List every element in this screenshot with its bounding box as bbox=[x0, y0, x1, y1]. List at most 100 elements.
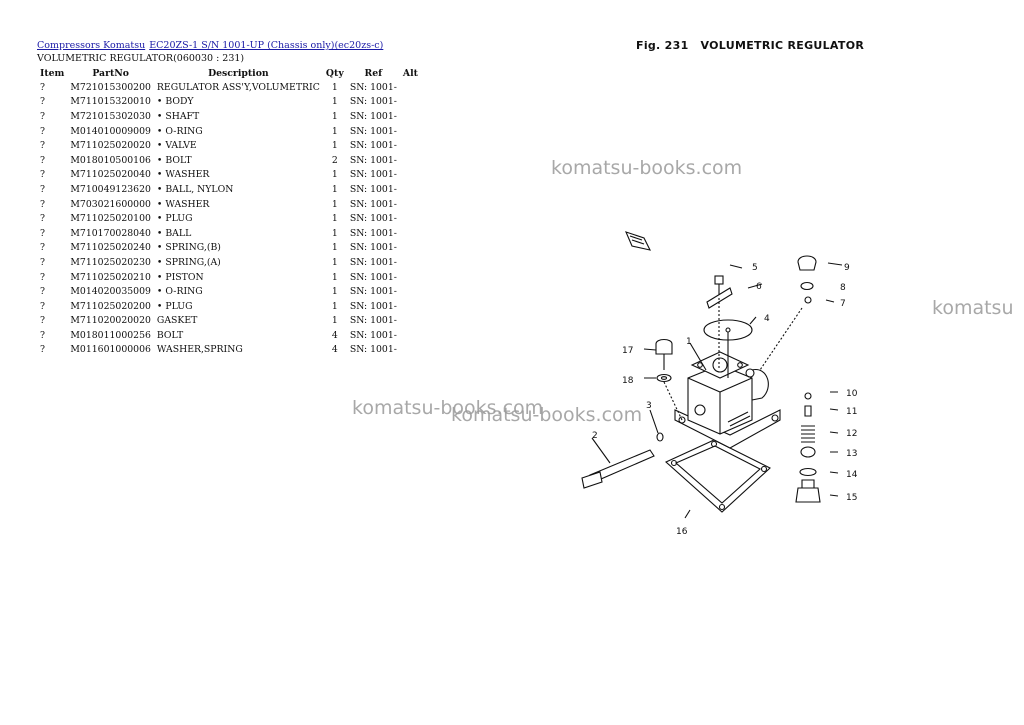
qty-cell: 1 bbox=[331, 125, 338, 137]
valve-part bbox=[703, 319, 753, 378]
item-cell: ? bbox=[40, 154, 45, 166]
description-cell: • WASHER bbox=[156, 169, 210, 181]
alt-cell bbox=[400, 314, 421, 329]
description-cell: BOLT bbox=[156, 329, 184, 341]
ref-cell: SN: 1001- bbox=[349, 286, 397, 298]
watermark: komatsu-books.com bbox=[551, 157, 743, 179]
alt-cell bbox=[400, 284, 421, 299]
callout-label: 17 bbox=[622, 346, 633, 356]
callout-label: 5 bbox=[752, 263, 758, 273]
alt-cell bbox=[400, 270, 421, 285]
alt-cell bbox=[400, 255, 421, 270]
description-cell: • SHAFT bbox=[156, 110, 200, 122]
ref-cell: SN: 1001- bbox=[349, 125, 397, 137]
description-cell: • O-RING bbox=[156, 125, 203, 137]
qty-cell: 4 bbox=[331, 329, 338, 341]
ref-cell: SN: 1001- bbox=[349, 227, 397, 239]
ref-cell: SN: 1001- bbox=[349, 213, 397, 225]
qty-cell: 1 bbox=[331, 286, 338, 298]
header-description: Description bbox=[208, 67, 269, 79]
callout-label: 11 bbox=[846, 407, 857, 417]
description-cell: • BODY bbox=[156, 96, 194, 108]
ref-cell: SN: 1001- bbox=[349, 256, 397, 268]
qty-cell: 1 bbox=[331, 213, 338, 225]
o-ring-part bbox=[656, 432, 664, 442]
partno-cell: M014010009009 bbox=[70, 125, 151, 137]
partno-cell: M711025020230 bbox=[70, 256, 151, 268]
bolt-part bbox=[706, 275, 733, 370]
qty-cell: 1 bbox=[331, 271, 338, 283]
qty-cell: 4 bbox=[331, 344, 338, 356]
callout-label: 16 bbox=[676, 527, 688, 537]
qty-cell: 1 bbox=[331, 227, 338, 239]
breadcrumb-link-compressors[interactable]: Compressors Komatsu bbox=[37, 40, 146, 51]
qty-cell: 1 bbox=[331, 242, 338, 254]
direction-tag-icon bbox=[625, 231, 652, 251]
qty-cell: 1 bbox=[331, 300, 338, 312]
header-qty: Qty bbox=[325, 67, 344, 79]
item-cell: ? bbox=[40, 213, 45, 225]
callout-label: 15 bbox=[846, 493, 857, 503]
shaft-part bbox=[581, 449, 655, 489]
header-ref: Ref bbox=[364, 67, 383, 79]
partno-cell: M710170028040 bbox=[70, 227, 151, 239]
diagram-callouts: 5 6 4 9 8 7 1 17 18 3 2 10 11 12 13 14 1… bbox=[592, 263, 858, 537]
parts-table-body: ? M721015300200 REGULATOR ASS'Y,VOLUMETRIC… bbox=[37, 80, 421, 357]
callout-label: 10 bbox=[846, 389, 858, 399]
partno-cell: M721015300200 bbox=[70, 81, 151, 93]
bolt-and-washer-part bbox=[655, 338, 683, 421]
ref-cell: SN: 1001- bbox=[349, 300, 397, 312]
ref-cell: SN: 1001- bbox=[349, 329, 397, 341]
parts-table-header: Item PartNo Description Qty Ref Alt bbox=[37, 66, 421, 80]
figure-title: VOLUMETRIC REGULATOR bbox=[700, 39, 865, 52]
ref-cell: SN: 1001- bbox=[349, 242, 397, 254]
qty-cell: 1 bbox=[331, 198, 338, 210]
qty-cell: 1 bbox=[331, 110, 338, 122]
item-cell: ? bbox=[40, 315, 45, 327]
callout-label: 9 bbox=[844, 263, 850, 273]
alt-cell bbox=[400, 241, 421, 256]
qty-cell: 1 bbox=[331, 256, 338, 268]
figure-number: Fig. 231 bbox=[636, 39, 689, 52]
header-partno: PartNo bbox=[92, 67, 129, 79]
partno-cell: M018010500106 bbox=[70, 154, 151, 166]
regulator-body-part bbox=[674, 351, 781, 449]
item-cell: ? bbox=[40, 227, 45, 239]
partno-cell: M711020020020 bbox=[70, 315, 151, 327]
callout-label: 13 bbox=[846, 449, 857, 459]
ref-cell: SN: 1001- bbox=[349, 315, 397, 327]
item-cell: ? bbox=[40, 96, 45, 108]
partno-cell: M011601000006 bbox=[70, 344, 151, 356]
ref-cell: SN: 1001- bbox=[349, 198, 397, 210]
ref-cell: SN: 1001- bbox=[349, 96, 397, 108]
breadcrumb-link-model[interactable]: EC20ZS-1 S/N 1001-UP (Chassis only)(ec20… bbox=[149, 40, 384, 51]
qty-cell: 1 bbox=[331, 81, 338, 93]
callout-label: 2 bbox=[592, 431, 598, 441]
table-row: ? M711015320010 • BODY 1 SN: 1001- bbox=[37, 95, 421, 110]
callout-label: 8 bbox=[840, 283, 846, 293]
item-cell: ? bbox=[40, 286, 45, 298]
header-item: Item bbox=[40, 67, 65, 79]
alt-cell bbox=[400, 211, 421, 226]
ref-cell: SN: 1001- bbox=[349, 183, 397, 195]
item-cell: ? bbox=[40, 198, 45, 210]
partno-cell: M711015320010 bbox=[70, 96, 151, 108]
qty-cell: 1 bbox=[331, 96, 338, 108]
alt-cell bbox=[400, 226, 421, 241]
partno-cell: M711025020100 bbox=[70, 213, 151, 225]
watermark: komatsu-books.com bbox=[352, 397, 544, 419]
qty-cell: 1 bbox=[331, 315, 338, 327]
description-cell: • O-RING bbox=[156, 286, 203, 298]
description-cell: REGULATOR ASS'Y,VOLUMETRIC bbox=[156, 81, 320, 93]
callout-label: 18 bbox=[622, 376, 634, 386]
description-cell: • BOLT bbox=[156, 154, 192, 166]
item-cell: ? bbox=[40, 256, 45, 268]
